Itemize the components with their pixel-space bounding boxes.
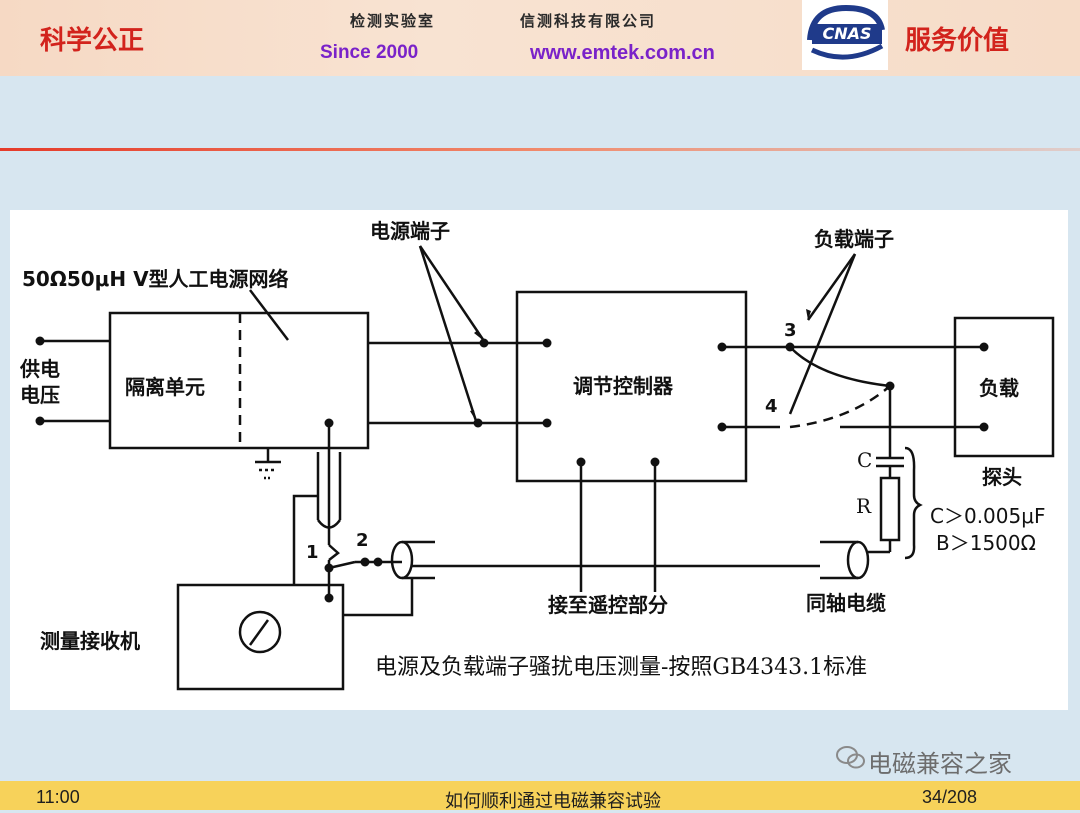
node-4-label: 4	[765, 396, 778, 417]
header-banner	[0, 0, 1080, 76]
company-name: 信测科技有限公司	[520, 12, 657, 30]
website-link[interactable]: www.emtek.com.cn	[530, 42, 715, 64]
watermark-text: 电磁兼容之家	[868, 750, 1012, 778]
capacitor-label: C	[857, 448, 872, 472]
controller-box	[515, 290, 748, 483]
isolation-unit-label: 隔离单元	[125, 375, 205, 399]
cnas-logo: CNAS	[802, 0, 888, 70]
node-3-label: 3	[784, 320, 797, 341]
node-2-label: 2	[356, 530, 369, 551]
slide-content-panel	[10, 210, 1068, 710]
since-text: Since 2000	[320, 42, 419, 63]
footer-title: 如何顺利通过电磁兼容试验	[445, 791, 661, 812]
footer-page-number: 34/208	[922, 787, 978, 807]
lab-name: 检测实验室	[350, 12, 436, 30]
probe-label: 探头	[982, 465, 1022, 489]
supply-voltage-label-2: 电压	[20, 383, 60, 407]
load-terminal-label: 负载端子	[814, 227, 894, 251]
remote-label: 接至遥控部分	[548, 593, 668, 617]
controller-label: 调节控制器	[573, 374, 674, 398]
receiver-label: 测量接收机	[40, 629, 140, 653]
capacitance-condition: C＞0.005μF	[930, 504, 1045, 528]
slogan-right: 服务价值	[905, 26, 1010, 56]
footer-bar	[0, 781, 1080, 810]
cnas-logo-text: CNAS	[822, 24, 871, 43]
coax-label: 同轴电缆	[806, 591, 886, 615]
wechat-icon	[836, 746, 865, 769]
receiver-box	[176, 583, 345, 691]
diagram-caption: 电源及负载端子骚扰电压测量-按照GB4343.1标准	[375, 655, 867, 680]
resistor-label: R	[856, 494, 872, 518]
footer-time: 11:00	[36, 787, 80, 807]
load-label: 负载	[979, 376, 1019, 400]
lisn-title: 50Ω50μH V型人工电源网络	[22, 267, 289, 291]
meter-dial-icon	[238, 610, 282, 654]
title-divider	[0, 148, 1080, 151]
slogan-left: 科学公正	[40, 26, 145, 56]
resistance-condition: B＞1500Ω	[936, 531, 1036, 555]
supply-voltage-label-1: 供电	[19, 357, 60, 381]
load-box	[953, 316, 1055, 458]
node-1-label: 1	[306, 542, 319, 563]
power-terminal-label: 电源端子	[370, 219, 450, 243]
